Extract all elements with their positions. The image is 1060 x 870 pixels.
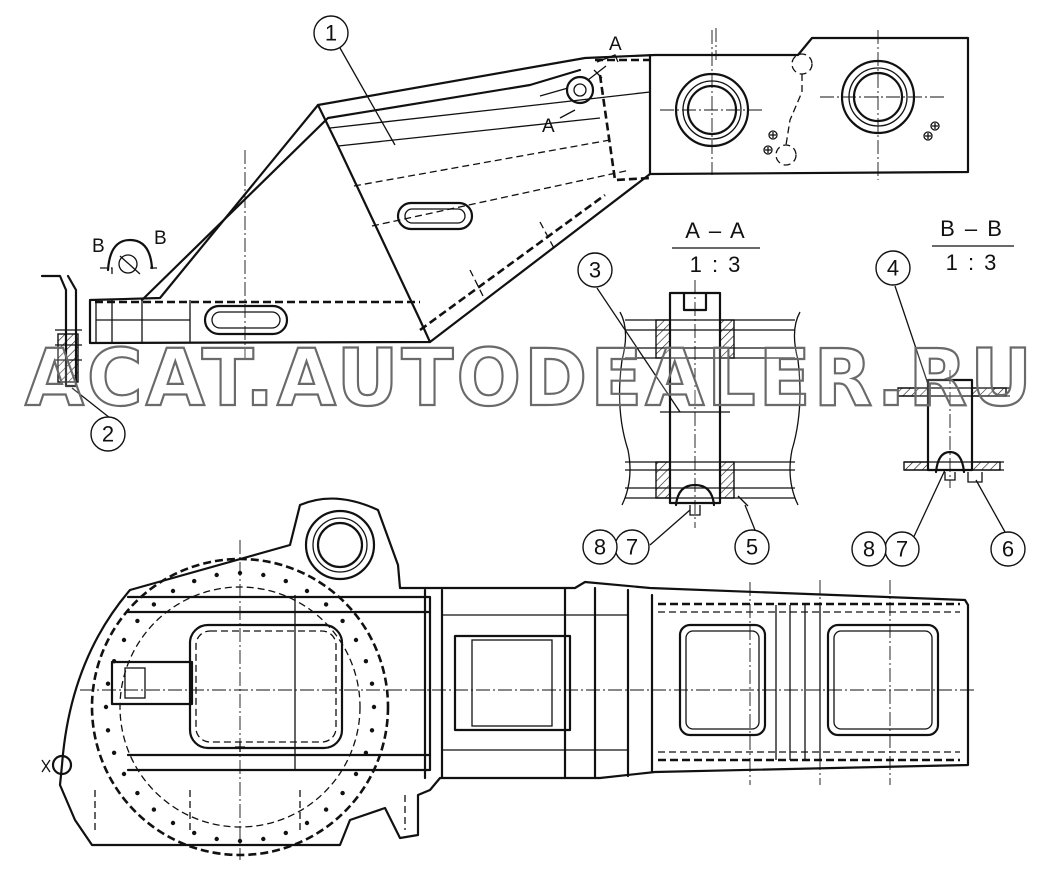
svg-text:3: 3 <box>589 258 601 283</box>
bolt-hole <box>170 820 176 826</box>
pin-fitting <box>41 754 73 776</box>
section-a-scale: 1 : 3 <box>690 252 743 277</box>
svg-text:7: 7 <box>896 537 908 562</box>
callout-7-section-b: 7 <box>884 531 920 567</box>
bolt-hole <box>111 750 117 755</box>
bolt-hole <box>369 681 375 686</box>
callout-2: 2 <box>90 416 126 452</box>
bolt-hole <box>261 836 266 842</box>
watermark: ACAT.AUTODEALER.RU <box>25 334 1035 424</box>
marker-b-right: B <box>154 228 167 249</box>
callout-4: 4 <box>875 250 911 286</box>
bolt-hole <box>353 637 359 643</box>
bolt-circle <box>103 570 377 844</box>
slot-hole-upper <box>396 201 474 231</box>
bolt-hole <box>353 771 359 777</box>
bolt-hole <box>135 618 140 624</box>
window-right <box>826 623 940 737</box>
bolt-hole <box>192 830 197 836</box>
svg-text:5: 5 <box>746 535 758 560</box>
window-left <box>678 623 767 737</box>
bolt-hole <box>363 659 369 664</box>
leader-lines <box>71 47 1006 546</box>
callout-7-section-a: 7 <box>614 529 650 565</box>
plan-view <box>41 497 975 860</box>
svg-text:8: 8 <box>594 535 606 560</box>
callout-8-section-b: 8 <box>851 531 887 567</box>
bolt-hole <box>323 807 329 812</box>
svg-text:4: 4 <box>887 256 899 281</box>
bolt-hole <box>371 704 377 710</box>
svg-text:2: 2 <box>102 422 114 447</box>
marker-b-left: B <box>92 236 105 257</box>
callout-5: 5 <box>734 529 770 565</box>
callout-8-section-a: 8 <box>582 529 618 565</box>
section-a-title: A – A <box>685 218 746 243</box>
marker-a-top: A <box>609 34 622 55</box>
bolt-hole <box>214 836 219 842</box>
slot-hole-lower <box>203 304 289 336</box>
ring-boss <box>304 509 376 581</box>
bolt-hole <box>340 618 345 624</box>
bolt-hole <box>283 578 288 584</box>
bolt-hole <box>105 681 111 686</box>
bolt-hole <box>170 588 176 594</box>
svg-text:8: 8 <box>863 537 875 562</box>
bolt-hole <box>304 588 310 594</box>
bolt-hole <box>237 838 243 844</box>
section-b-title: B – B <box>940 216 1004 241</box>
lever-handle <box>40 274 82 388</box>
grease-fitting-b <box>100 238 158 278</box>
bolt-hole <box>283 830 288 836</box>
bolt-hole <box>304 820 310 826</box>
bolt-hole <box>151 807 157 812</box>
bolt-hole <box>261 572 266 578</box>
section-b-b: B – B 1 : 3 <box>897 216 1014 488</box>
bolt-hole <box>192 578 197 584</box>
bolt-hole <box>135 790 140 796</box>
bolt-hole <box>121 771 127 777</box>
grease-fitting-a <box>539 65 607 105</box>
svg-text:1: 1 <box>325 21 337 46</box>
section-b-scale: 1 : 3 <box>946 250 999 275</box>
svg-text:6: 6 <box>1002 537 1014 562</box>
bolt-hole <box>369 728 375 733</box>
bolt-hole <box>214 572 219 578</box>
bolt-hole <box>340 790 345 796</box>
bolt-hole <box>103 704 109 710</box>
section-a-a: A – A 1 : 3 <box>618 218 801 528</box>
side-view <box>40 28 970 388</box>
callout-3: 3 <box>577 252 613 288</box>
bolt-hole <box>121 637 127 643</box>
marker-a-bottom: A <box>542 116 555 137</box>
callout-1: 1 <box>313 15 349 51</box>
svg-text:7: 7 <box>626 535 638 560</box>
bolt-hole <box>151 602 157 607</box>
bolt-hole <box>105 728 111 733</box>
callout-6: 6 <box>990 531 1026 567</box>
bolt-hole <box>323 602 329 607</box>
